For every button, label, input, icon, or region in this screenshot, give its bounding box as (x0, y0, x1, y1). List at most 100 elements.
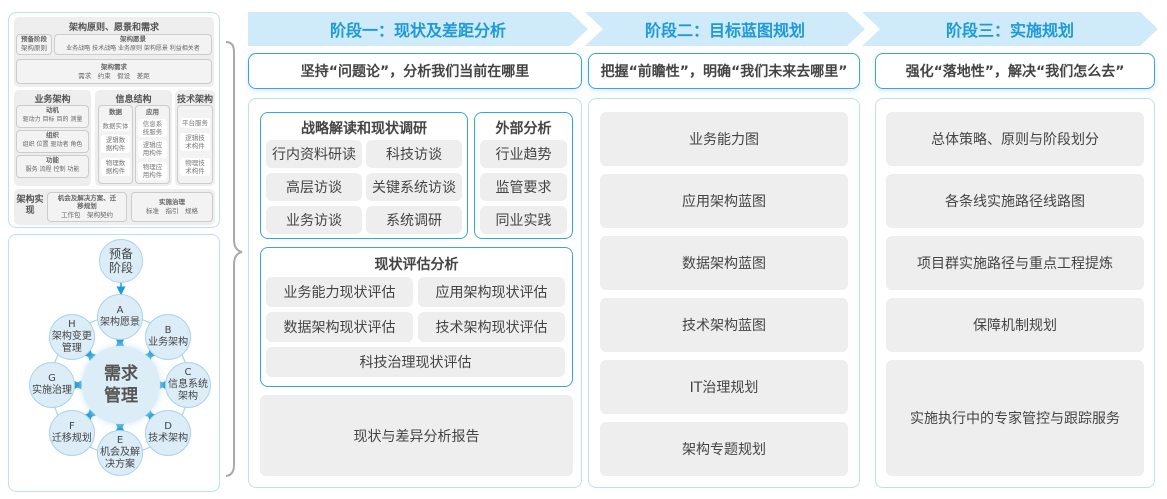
stage-2-panel: 业务能力图 应用架构蓝图 数据架构蓝图 技术架构蓝图 IT治理规划 架构专题规划 (588, 98, 860, 488)
prelim-sub: 架构原则 (21, 44, 47, 52)
physical-app: 物理应用构件 (138, 162, 167, 180)
blueprint-item: 业务能力图 (600, 112, 848, 166)
node-letter: F (69, 421, 75, 433)
node-label: 信息系统架构 (168, 379, 208, 402)
principles-section: 架构原则、愿景和需求 预备阶段 架构原则 架构愿景 业务战略 技术战略 业务原则… (14, 17, 214, 87)
bracket (225, 41, 243, 477)
strategy-research-group: 战略解读和现状调研 行内资料研读 科技访谈 高层访谈 关键系统访谈 业务访谈 系… (260, 112, 468, 239)
tech-title: 技术架构 (176, 95, 213, 105)
external-item: 监管要求 (480, 173, 567, 201)
node-letter: G (48, 373, 56, 384)
tech-box: 平台服务 逻辑技术构件 物理技术构件 (177, 105, 213, 184)
center-circle: 需求管理 (82, 346, 160, 424)
stage-3-panel: 总体策略、原则与阶段划分 各条线实施路径线路图 项目群实施路径与重点工程提炼 保… (875, 98, 1155, 488)
group-title: 战略解读和现状调研 (301, 121, 427, 137)
info-arch-section: 信息结构 数据 数据实体 逻辑数据构件 物理数据构件 应用 信息系统服务 逻辑应… (95, 90, 172, 186)
group-title: 现状评估分析 (374, 257, 459, 273)
org-items: 组织 位置 驱动者 角色 (22, 141, 83, 148)
plan-item: 各条线实施路径线路图 (886, 174, 1144, 228)
assessment-item: 应用架构现状评估 (418, 277, 565, 307)
vision-items: 业务战略 技术战略 业务原则 架构愿景 利益相关者 (66, 45, 200, 52)
node-letter: E (116, 435, 124, 446)
node-letter: H (68, 318, 76, 330)
assessment-item: 技术架构现状评估 (418, 312, 565, 342)
req-title: 架构需求 (101, 63, 127, 71)
research-item: 高层访谈 (266, 173, 362, 201)
stage-1-header: 阶段一：现状及差距分析 (248, 12, 588, 46)
gap-report: 现状与差异分析报告 (260, 395, 573, 476)
opp-title: 机会及解决方案、迁移规划 (57, 194, 117, 210)
node-label: 迁移规划 (51, 433, 92, 445)
req-items: 需求 约束 假设 差距 (78, 72, 150, 80)
blueprint-item: 数据架构蓝图 (600, 236, 848, 290)
opp-items: 工作包 架构契约 (61, 211, 113, 219)
gov-title: 实施治理 (159, 198, 185, 206)
stage-3-header: 阶段三：实施规划 (862, 12, 1158, 46)
research-item: 关键系统访谈 (366, 173, 462, 201)
node-label: 技术架构 (148, 433, 189, 445)
data-entity: 数据实体 (101, 121, 130, 131)
motive-title: 动机 (46, 106, 59, 114)
stage-3-title: 阶段三：实施规划 (945, 21, 1074, 40)
vision-box: 架构愿景 业务战略 技术战略 业务原则 架构愿景 利益相关者 (54, 34, 212, 55)
info-title: 信息结构 (115, 95, 152, 105)
physical-data: 物理数据构件 (101, 158, 130, 176)
opportunity-box: 机会及解决方案、迁移规划 工作包 架构契约 (47, 192, 127, 222)
assessment-item: 科技治理现状评估 (266, 347, 565, 377)
blueprint-item: 架构专题规划 (600, 422, 848, 476)
prelim-box: 预备阶段 架构原则 (16, 34, 52, 55)
external-item: 行业趋势 (480, 140, 567, 168)
app-title: 应用 (146, 108, 159, 116)
business-arch-section: 业务架构 动机驱动力 目标 目的 测量 组织组织 位置 驱动者 角色 功能服务 … (14, 90, 91, 186)
stage-2-subtitle: 把握“前瞻性”，明确“我们未来去哪里” (588, 53, 860, 89)
motive-items: 驱动力 目标 目的 测量 (22, 116, 83, 123)
node-letter: C (184, 367, 192, 378)
togaf-content-panel: 架构原则、愿景和需求 预备阶段 架构原则 架构愿景 业务战略 技术战略 业务原则… (8, 12, 220, 228)
tech-arch-section: 技术架构 平台服务 逻辑技术构件 物理技术构件 (175, 90, 215, 186)
prelim-circle: 预备阶段 (99, 239, 143, 283)
vision-title: 架构愿景 (120, 35, 146, 43)
biz-title: 业务架构 (34, 95, 71, 105)
node-label: 实施治理 (32, 385, 72, 396)
node-letter: B (164, 324, 172, 336)
external-analysis-group: 外部分析 行业趋势 监管要求 同业实践 (474, 112, 573, 239)
physical-tech: 物理技术构件 (180, 158, 210, 176)
node-label: 业务架构 (148, 336, 189, 348)
blueprint-item: 应用架构蓝图 (600, 174, 848, 228)
node-label: 架构愿景 (100, 317, 140, 328)
stage-1-subtitle: 坚持“问题论”，分析我们当前在哪里 (248, 53, 582, 89)
stage-1-title: 阶段一：现状及差距分析 (329, 21, 506, 40)
motive-box: 动机驱动力 目标 目的 测量 (16, 105, 89, 128)
plan-item: 实施执行中的专家管控与跟踪服务 (886, 360, 1144, 476)
bidirectional-arrow-f (83, 409, 96, 422)
research-item: 科技访谈 (366, 140, 462, 168)
platform-service: 平台服务 (180, 118, 210, 128)
logical-data: 逻辑数据构件 (101, 135, 130, 153)
org-title: 组织 (46, 131, 59, 139)
func-items: 服务 流程 控制 功能 (25, 166, 80, 173)
impl-title: 架构实现 (16, 195, 44, 216)
principles-title: 架构原则、愿景和需求 (68, 23, 159, 33)
is-service: 信息系统服务 (138, 119, 167, 137)
plan-item: 总体策略、原则与阶段划分 (886, 112, 1144, 166)
group-title: 外部分析 (495, 121, 552, 137)
node-letter: A (116, 305, 124, 316)
app-box: 应用 信息系统服务 逻辑应用构件 物理应用构件 (135, 105, 170, 184)
logical-tech: 逻辑技术构件 (180, 133, 210, 151)
assessment-item: 数据架构现状评估 (266, 312, 413, 342)
stage-3-subtitle: 强化“落地性”，解决“我们怎么去” (875, 53, 1155, 89)
governance-box: 实施治理 标准 指引 规格 (131, 192, 213, 222)
logical-app: 逻辑应用构件 (138, 140, 167, 158)
func-title: 功能 (46, 156, 59, 164)
stage-2-title: 阶段二：目标蓝图规划 (644, 21, 805, 40)
stage-1-panel: 战略解读和现状调研 行内资料研读 科技访谈 高层访谈 关键系统访谈 业务访谈 系… (248, 98, 582, 488)
center-label: 需求管理 (104, 364, 138, 406)
